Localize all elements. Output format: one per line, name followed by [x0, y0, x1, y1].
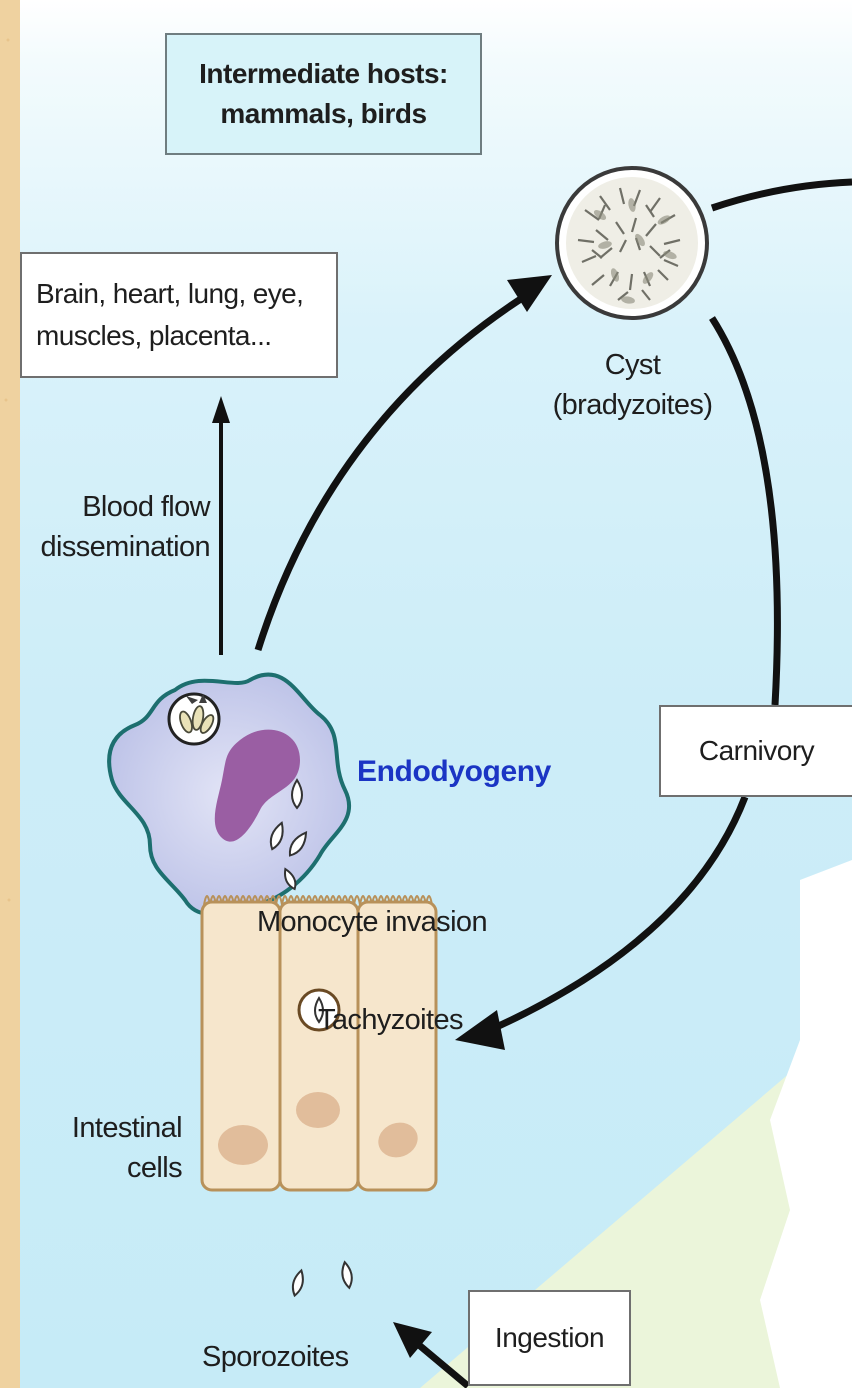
blood-flow-arrow-head: [212, 396, 230, 423]
endodyogeny-label: Endodyogeny: [357, 752, 551, 792]
intestinal-cells-label: Intestinal cells: [20, 1108, 182, 1188]
organs-box: Brain, heart, lung, eye, muscles, placen…: [20, 252, 338, 378]
cyst-label-line-1: Cyst: [530, 345, 735, 385]
hosts-line-2: mammals, birds: [220, 94, 426, 134]
cyst-exit-line: [712, 182, 852, 208]
sporozoites-label: Sporozoites: [202, 1337, 349, 1377]
dissemination-line-2: dissemination: [20, 527, 210, 567]
dissemination-label: Blood flow dissemination: [20, 487, 210, 567]
cyst-label-line-2: (bradyzoites): [530, 385, 735, 425]
cyst-icon: [557, 168, 707, 318]
organs-line-1: Brain, heart, lung, eye,: [36, 273, 336, 315]
cyst-label: Cyst (bradyzoites): [530, 345, 735, 425]
monocyte-icon: [109, 675, 349, 915]
monocyte-invasion-label: Monocyte invasion: [257, 902, 487, 942]
intestinal-line-2: cells: [20, 1148, 182, 1188]
ingestion-box: Ingestion: [468, 1290, 631, 1386]
hosts-line-1: Intermediate hosts:: [199, 54, 448, 94]
organs-line-2: muscles, placenta...: [36, 315, 336, 357]
sporozoite-icons: [290, 1261, 353, 1296]
tachyzoites-label: Tachyzoites: [318, 1000, 463, 1040]
intermediate-hosts-box: Intermediate hosts: mammals, birds: [165, 33, 482, 155]
carnivory-box: Carnivory: [659, 705, 852, 797]
dissemination-line-1: Blood flow: [20, 487, 210, 527]
intestinal-line-1: Intestinal: [20, 1108, 182, 1148]
white-patch: [760, 860, 852, 1388]
carnivory-arc-bottom: [490, 797, 745, 1030]
